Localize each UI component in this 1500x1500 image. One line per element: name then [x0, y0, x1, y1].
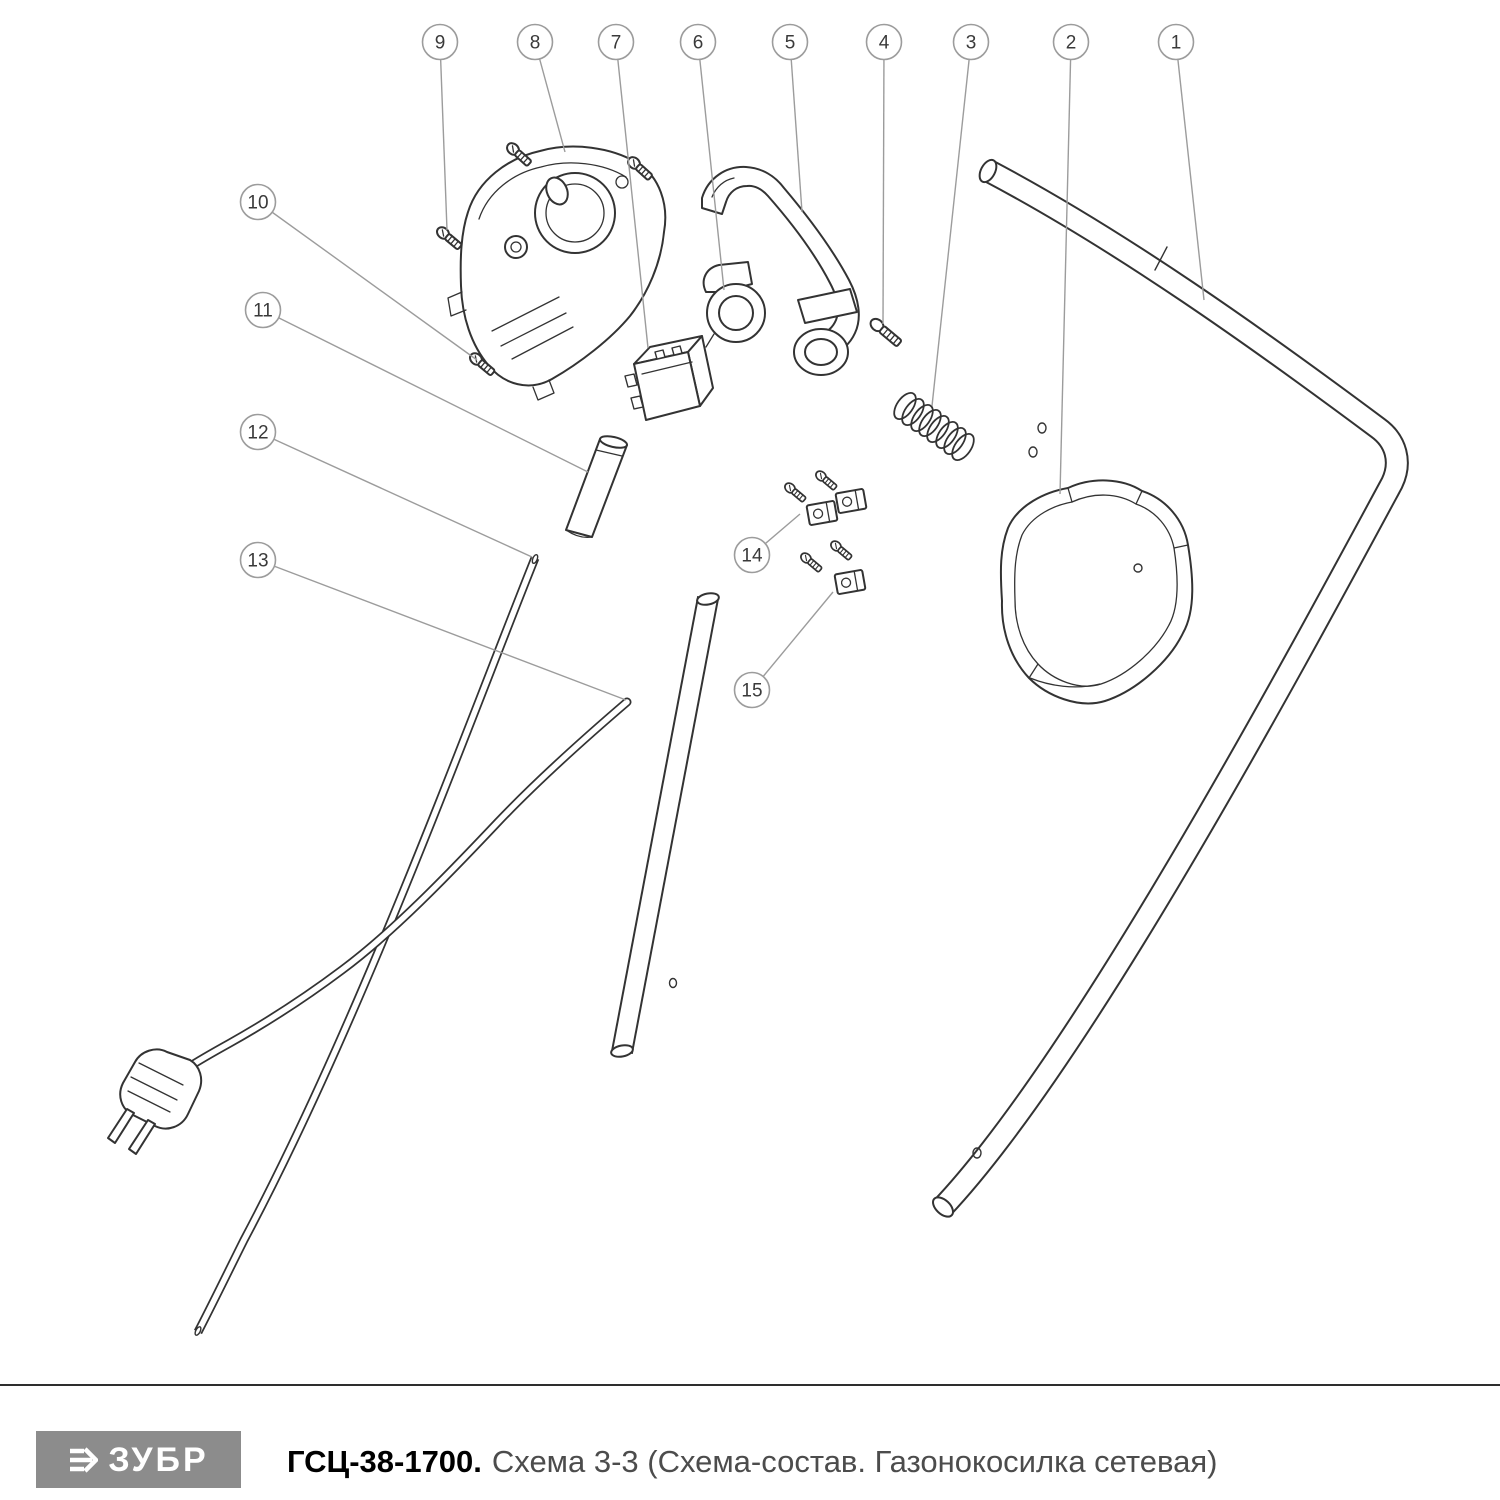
part-cable-guide: [702, 261, 766, 348]
leader-line-9: [439, 41, 448, 231]
part-bolt: [869, 317, 902, 347]
brand-logo: ЗУБР: [36, 1431, 241, 1488]
part-cable-clamp-set-a: [782, 468, 868, 527]
callout-balloon-15: 15: [733, 671, 771, 709]
balloon-number: 13: [247, 551, 268, 572]
leader-line-2: [1059, 41, 1072, 495]
brand-name: ЗУБР: [108, 1440, 209, 1479]
callout-balloon-14: 14: [733, 536, 771, 574]
part-switch: [624, 335, 714, 421]
part-grip-sleeve: [565, 435, 628, 538]
leader-line-6: [697, 41, 725, 291]
balloon-number: 15: [741, 681, 762, 702]
leader-line-8: [534, 41, 566, 153]
leader-lines: [257, 41, 1205, 701]
part-lower-handle-tube: [610, 592, 720, 1058]
balloon-number: 1: [1171, 33, 1182, 54]
callout-balloon-2: 2: [1052, 23, 1090, 61]
diagram-subtitle: Схема 3-3 (Схема-состав. Газонокосилка с…: [491, 1444, 1218, 1479]
callout-balloon-11: 11: [244, 291, 282, 329]
part-cable-clamp-set-b: [798, 538, 867, 596]
part-switch-housing-upper: [447, 145, 667, 401]
balloon-number: 10: [247, 193, 268, 214]
brand-icon: [70, 1446, 99, 1473]
part-spring: [893, 391, 975, 462]
part-switch-housing-lower: [999, 479, 1194, 705]
balloon-number: 8: [530, 33, 541, 54]
leader-line-1: [1175, 41, 1205, 301]
balloon-number: 7: [611, 33, 622, 54]
leader-line-15: [751, 591, 834, 691]
footer: ЗУБР ГСЦ-38-1700. Схема 3-3 (Схема-состав…: [0, 1384, 1500, 1500]
part-upper-handle-tube: [932, 158, 1409, 1218]
callout-balloon-8: 8: [516, 23, 554, 61]
leader-line-4: [882, 41, 885, 325]
callout-balloon-12: 12: [239, 413, 277, 451]
leader-line-11: [262, 309, 589, 473]
callout-balloon-9: 9: [421, 23, 459, 61]
part-switch-rod: [194, 553, 540, 1336]
balloon-number: 3: [966, 33, 977, 54]
balloon-number: 11: [253, 301, 273, 322]
callout-balloon-5: 5: [771, 23, 809, 61]
callout-balloon-6: 6: [679, 23, 717, 61]
model-number: ГСЦ-38-1700.: [287, 1444, 482, 1479]
balloon-number: 5: [785, 33, 796, 54]
part-screw-9: [433, 223, 465, 253]
part-drawings: [107, 139, 1409, 1336]
leader-line-5: [789, 41, 803, 213]
balloon-number: 6: [693, 33, 704, 54]
balloon-number: 4: [879, 33, 890, 54]
plug-prong: [128, 1119, 156, 1155]
plug-prong: [107, 1108, 135, 1144]
callout-balloon-10: 10: [239, 183, 277, 221]
part-handle-bracket: [701, 165, 860, 376]
balloon-number: 9: [435, 33, 446, 54]
balloon-number: 2: [1066, 33, 1077, 54]
balloon-number: 14: [741, 546, 763, 567]
balloon-number: 12: [247, 423, 268, 444]
leader-line-10: [257, 201, 478, 361]
callout-balloon-7: 7: [597, 23, 635, 61]
part-power-cable: [107, 697, 632, 1155]
leader-line-3: [931, 41, 972, 407]
callout-balloon-13: 13: [239, 541, 277, 579]
diagram-title: ГСЦ-38-1700. Схема 3-3 (Схема-состав. Газ…: [287, 1444, 1217, 1488]
leader-line-12: [257, 431, 533, 558]
leader-line-7: [615, 41, 649, 349]
callout-balloon-3: 3: [952, 23, 990, 61]
callout-balloon-4: 4: [865, 23, 903, 61]
callout-balloon-1: 1: [1157, 23, 1195, 61]
leader-line-13: [257, 559, 627, 701]
